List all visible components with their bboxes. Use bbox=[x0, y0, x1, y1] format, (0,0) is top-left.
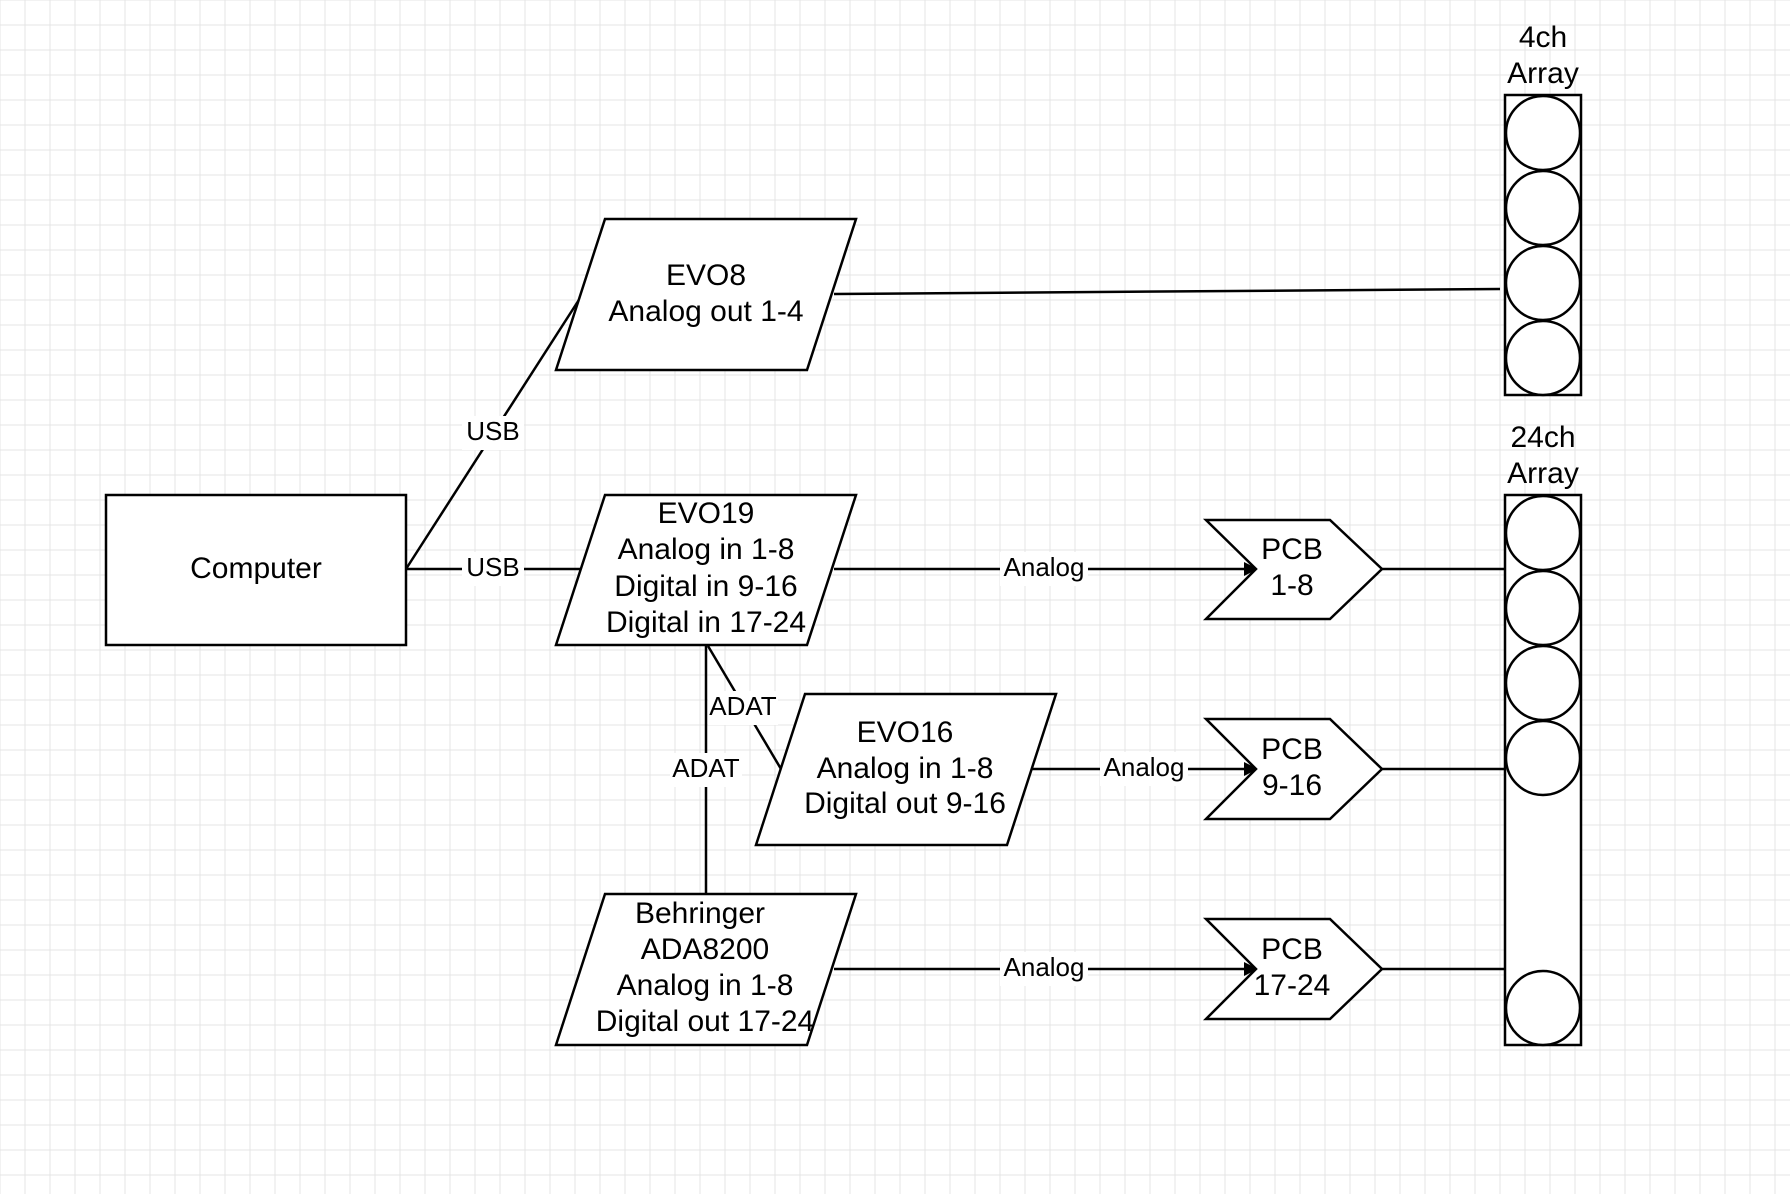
edge-label-analog-pcb2: Analog bbox=[1104, 752, 1185, 782]
node-evo16-line-2: Analog in 1-8 bbox=[817, 752, 994, 785]
array24-speaker-5 bbox=[1504, 969, 1582, 1047]
node-pcb1-line-1: PCB bbox=[1261, 533, 1323, 566]
node-pcb-17-24[interactable]: PCB 17-24 bbox=[1202, 917, 1384, 1021]
array4-speaker-4 bbox=[1504, 319, 1582, 397]
node-behringer-line-4: Digital out 17-24 bbox=[596, 1005, 814, 1038]
node-evo16-line-1: EVO16 bbox=[857, 716, 954, 749]
edge-evo8-array4[interactable] bbox=[833, 287, 1501, 296]
node-evo19-line-4: Digital in 17-24 bbox=[606, 606, 806, 639]
node-computer-label: Computer bbox=[190, 552, 322, 585]
node-evo16-line-3: Digital out 9-16 bbox=[804, 787, 1006, 820]
array24-speaker-3 bbox=[1504, 644, 1582, 722]
node-evo16[interactable]: EVO16 Analog in 1-8 Digital out 9-16 bbox=[754, 692, 1058, 847]
node-pcb2-line-2: 9-16 bbox=[1262, 769, 1322, 802]
node-evo8-line-2: Analog out 1-4 bbox=[608, 295, 803, 328]
array24-speaker-1 bbox=[1504, 494, 1582, 572]
array4-speaker-2 bbox=[1504, 169, 1582, 247]
node-pcb1-line-2: 1-8 bbox=[1270, 569, 1313, 602]
arrowheads bbox=[1244, 562, 1258, 976]
arrowhead-pcb1 bbox=[1244, 562, 1258, 576]
arrowhead-pcb3 bbox=[1244, 962, 1258, 976]
edge-label-adat-evo16: ADAT bbox=[709, 691, 777, 721]
array24-title-line-2: Array bbox=[1507, 457, 1579, 490]
nodes: Computer EVO8 Analog out 1-4 EVO19 Analo… bbox=[104, 21, 1583, 1047]
node-behringer-line-3: Analog in 1-8 bbox=[617, 969, 794, 1002]
array4-title-line-2: Array bbox=[1507, 57, 1579, 90]
edge-label-analog-pcb3: Analog bbox=[1004, 952, 1085, 982]
node-evo19-line-1: EVO19 bbox=[658, 497, 755, 530]
node-pcb2-line-1: PCB bbox=[1261, 733, 1323, 766]
edge-label-adat-behringer: ADAT bbox=[672, 753, 740, 783]
node-evo8[interactable]: EVO8 Analog out 1-4 bbox=[554, 217, 858, 372]
edge-labels: USB USB ADAT ADAT Analog Analog Analog bbox=[462, 416, 1188, 986]
array4-speaker-1 bbox=[1504, 94, 1582, 172]
array4-speaker-3 bbox=[1504, 244, 1582, 322]
arrowhead-pcb2 bbox=[1244, 762, 1258, 776]
edge-label-usb-evo8: USB bbox=[466, 416, 519, 446]
array24-speaker-2 bbox=[1504, 569, 1582, 647]
array4-title-line-1: 4ch bbox=[1519, 21, 1567, 54]
array24-title-line-1: 24ch bbox=[1510, 421, 1575, 454]
node-computer[interactable]: Computer bbox=[104, 493, 408, 647]
node-24ch-array[interactable]: 24ch Array bbox=[1503, 421, 1583, 1047]
array24-speaker-4 bbox=[1504, 719, 1582, 797]
node-pcb3-line-2: 17-24 bbox=[1254, 969, 1331, 1002]
node-evo19-line-2: Analog in 1-8 bbox=[618, 533, 795, 566]
node-behringer-line-2: ADA8200 bbox=[641, 933, 769, 966]
node-evo8-line-1: EVO8 bbox=[666, 259, 746, 292]
node-pcb-9-16[interactable]: PCB 9-16 bbox=[1202, 717, 1384, 821]
node-behringer-line-1: Behringer bbox=[635, 897, 765, 930]
edge-label-usb-evo19: USB bbox=[466, 552, 519, 582]
node-evo19-line-3: Digital in 9-16 bbox=[614, 570, 797, 603]
node-pcb3-line-1: PCB bbox=[1261, 933, 1323, 966]
node-pcb-1-8[interactable]: PCB 1-8 bbox=[1202, 518, 1384, 621]
node-4ch-array[interactable]: 4ch Array bbox=[1503, 21, 1583, 397]
node-evo19[interactable]: EVO19 Analog in 1-8 Digital in 9-16 Digi… bbox=[554, 493, 858, 647]
edge-label-analog-pcb1: Analog bbox=[1004, 552, 1085, 582]
node-behringer[interactable]: Behringer ADA8200 Analog in 1-8 Digital … bbox=[554, 892, 858, 1047]
